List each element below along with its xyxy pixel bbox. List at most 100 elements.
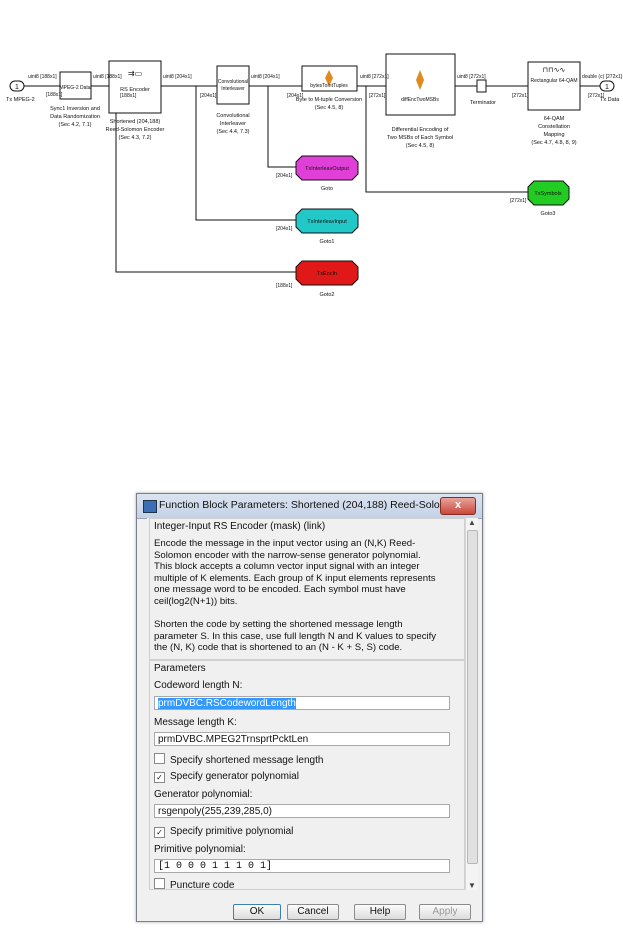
inport-tx-mpeg2[interactable]: 1 Tx MPEG-2 (6, 80, 35, 103)
dim-label: [188x1] (46, 92, 63, 98)
signal-label: uint8 [272x1] (360, 74, 389, 80)
puncture-code-checkbox[interactable]: Puncture code (154, 878, 235, 891)
svg-text:Shortened (204,188): Shortened (204,188) (110, 119, 161, 125)
svg-text:Goto1: Goto1 (320, 239, 335, 245)
svg-text:Byte to M-tuple Conversion: Byte to M-tuple Conversion (296, 97, 362, 103)
checkmark-icon: ✓ (154, 772, 165, 783)
svg-text:(Sec 4.3, 7.2): (Sec 4.3, 7.2) (118, 135, 151, 141)
svg-text:Interleaver: Interleaver (221, 86, 245, 92)
svg-text:(Sec 4.7, 4.8, 8, 9): (Sec 4.7, 4.8, 8, 9) (531, 140, 576, 146)
simulink-diagram: 1 Tx MPEG-2 MPEG-2 Data Sync1 Inversion … (6, 53, 623, 298)
svg-text:1: 1 (605, 84, 609, 91)
generator-polynomial-label: Generator polynomial: (154, 789, 253, 800)
svg-text:TxInterleavOutput: TxInterleavOutput (305, 166, 349, 172)
dim-label: [272x1] (588, 93, 605, 99)
primitive-polynomial-field[interactable]: [1 0 0 0 1 1 1 0 1] (154, 859, 450, 873)
help-button[interactable]: Help (354, 904, 406, 920)
dim-label: [204x1] (287, 93, 304, 99)
svg-text:Terminator: Terminator (470, 100, 496, 106)
svg-text:TxInterleavInput: TxInterleavInput (307, 219, 347, 225)
svg-text:diffEncTwoMSBs: diffEncTwoMSBs (401, 97, 439, 103)
svg-text:[204x1]: [204x1] (276, 226, 293, 232)
block-bytes-to-int-tuples[interactable]: bytesToIntTuples Byte to M-tuple Convers… (296, 65, 362, 111)
goto-tx-enc-in[interactable]: TxEncIn Goto2 [188x1] (276, 260, 359, 298)
generator-polynomial-checkbox[interactable]: ✓Specify generator polynomial (154, 771, 299, 783)
goto-interleaver-input[interactable]: TxInterleavInput Goto1 [204x1] (276, 208, 359, 245)
primitive-polynomial-checkbox[interactable]: ✓Specify primitive polynomial (154, 826, 293, 838)
scrollbar-thumb[interactable] (467, 530, 478, 864)
svg-text:Goto2: Goto2 (320, 292, 335, 298)
rs-icon: ⇉▭ (128, 69, 142, 78)
goto-tx-symbols[interactable]: TxSymbols Goto3 [272x1] (510, 180, 570, 217)
block-convolutional-interleaver[interactable]: Convolutional Interleaver Convolutional … (216, 65, 250, 135)
mask-title: Integer-Input RS Encoder (mask) (link) (154, 521, 326, 532)
ok-button[interactable]: OK (233, 904, 281, 920)
inport-label: Tx MPEG-2 (6, 97, 35, 103)
generator-polynomial-field[interactable]: rsgenpoly(255,239,285,0) (154, 804, 450, 818)
block-diff-encoding[interactable]: diffEncTwoMSBs Differential Encoding of … (385, 53, 456, 149)
svg-text:64-QAM: 64-QAM (544, 116, 565, 122)
signal-label: uint8 [204x1] (163, 74, 192, 80)
pulse-icon: ⊓⊓∿∿ (543, 67, 566, 74)
svg-text:TxEncIn: TxEncIn (317, 271, 337, 277)
cancel-button[interactable]: Cancel (287, 904, 339, 920)
signal-label: uint8 [272x1] (457, 74, 486, 80)
dialog-title-bar[interactable]: Function Block Parameters: Shortened (20… (137, 494, 482, 519)
signal-label: uint8 [188x1] (93, 74, 122, 80)
svg-text:Convolutional: Convolutional (218, 79, 248, 85)
scroll-down-icon[interactable]: ▼ (468, 881, 476, 890)
svg-text:Data Randomization: Data Randomization (50, 114, 100, 120)
scroll-up-icon[interactable]: ▲ (468, 518, 476, 527)
svg-text:(Sec 4.5, 8): (Sec 4.5, 8) (406, 143, 435, 149)
svg-text:[188x1]: [188x1] (276, 283, 293, 289)
signal-label: uint8 [204x1] (251, 74, 280, 80)
svg-text:(Sec 4.2, 7.1): (Sec 4.2, 7.1) (58, 122, 91, 128)
svg-text:(Sec 4.5, 8): (Sec 4.5, 8) (315, 105, 344, 111)
shortened-length-checkbox[interactable]: Specify shortened message length (154, 753, 323, 766)
svg-text:[204x1]: [204x1] (276, 173, 293, 179)
svg-text:Differential Encoding of: Differential Encoding of (392, 127, 449, 133)
checkbox-unchecked (154, 753, 165, 764)
block-mpeg2-randomizer[interactable]: MPEG-2 Data Sync1 Inversion and Data Ran… (50, 71, 100, 128)
terminator-block[interactable]: Terminator (470, 79, 496, 106)
matlab-function-icon (325, 70, 333, 86)
svg-text:Goto3: Goto3 (541, 211, 556, 217)
dim-label: [272x1] (369, 93, 386, 99)
outport-tx-data[interactable]: 1 Tx Data (599, 80, 620, 103)
dim-label: [204x1] (200, 93, 217, 99)
primitive-polynomial-label: Primitive polynomial: (154, 844, 246, 855)
codeword-length-label: Codeword length N: (154, 680, 243, 691)
goto-interleaver-output[interactable]: TxInterleavOutput Goto [204x1] (276, 155, 359, 192)
svg-text:(Sec 4.4, 7.3): (Sec 4.4, 7.3) (216, 129, 249, 135)
svg-text:Sync1 Inversion and: Sync1 Inversion and (50, 106, 100, 112)
codeword-length-field[interactable]: prmDVBC.RSCodewordLength (154, 696, 450, 710)
svg-text:TxSymbols: TxSymbols (534, 191, 561, 197)
svg-text:Reed-Solomon Encoder: Reed-Solomon Encoder (106, 127, 165, 133)
inport-num: 1 (15, 84, 19, 91)
apply-button[interactable]: Apply (419, 904, 471, 920)
dialog-title: Function Block Parameters: Shortened (20… (159, 499, 472, 511)
svg-text:Mapping: Mapping (543, 132, 564, 138)
parameters-panel: Integer-Input RS Encoder (mask) (link) E… (147, 518, 465, 891)
mask-description-group: Integer-Input RS Encoder (mask) (link) E… (149, 518, 465, 660)
dim-label: [188x1] (120, 93, 137, 99)
parameters-group: Parameters Codeword length N: prmDVBC.RS… (149, 660, 465, 891)
svg-text:Two MSBs of Each Symbol: Two MSBs of Each Symbol (387, 135, 453, 141)
close-icon[interactable]: x (440, 497, 476, 515)
dim-label: [272x1] (512, 93, 529, 99)
checkbox-unchecked (154, 878, 165, 889)
message-length-field[interactable]: prmDVBC.MPEG2TrnsprtPcktLen (154, 732, 450, 746)
svg-text:Rectangular 64-QAM: Rectangular 64-QAM (531, 78, 578, 84)
parameters-heading: Parameters (154, 663, 206, 674)
message-length-label: Message length K: (154, 717, 237, 728)
svg-text:Goto: Goto (321, 186, 333, 192)
vertical-scrollbar[interactable]: ▲ ▼ (465, 518, 478, 890)
block-rectangular-qam[interactable]: ⊓⊓∿∿ Rectangular 64-QAM 64-QAM Constella… (527, 61, 581, 146)
svg-text:Tx Data: Tx Data (600, 97, 620, 103)
function-block-parameters-dialog: Function Block Parameters: Shortened (20… (136, 493, 483, 922)
signal-label: double (c) [272x1] (582, 74, 623, 80)
block-name: MPEG-2 Data (59, 85, 90, 91)
svg-text:bytesToIntTuples: bytesToIntTuples (310, 83, 348, 89)
svg-text:Constellation: Constellation (538, 124, 570, 130)
block-rs-encoder[interactable]: ⇉▭ RS Encoder Shortened (204,188) Reed-S… (106, 60, 165, 141)
